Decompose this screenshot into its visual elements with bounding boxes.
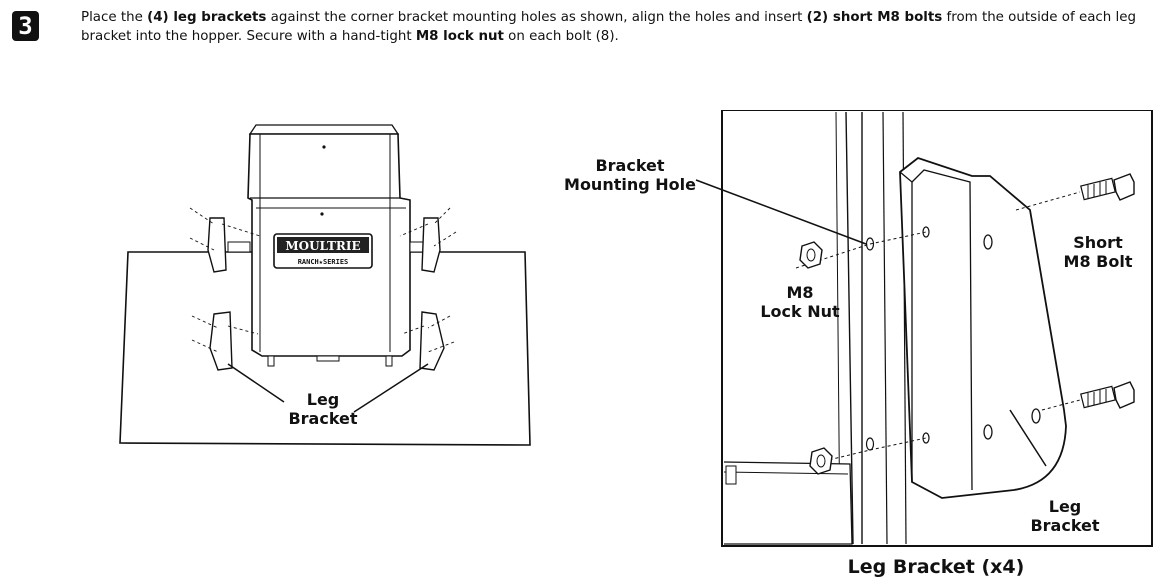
instruction-part: against the corner bracket mounting hole… [266,10,807,25]
detail-caption: Leg Bracket (x4) [847,556,1025,578]
lock-nut-label: M8 Lock Nut [752,283,848,321]
leg-bracket-label-detail: Leg Bracket [1020,497,1110,535]
label-line: Bracket [595,156,665,175]
leg-bracket-label-left: Leg Bracket [283,390,363,428]
instruction-part: Place the [81,10,148,25]
hopper-overview-illustration: MOULTRIE RANCH★SERIES [119,124,531,446]
label-line: Bracket [288,409,358,428]
leg-bracket-lower-right [419,311,445,371]
instruction-part: on each bolt (8). [503,28,619,44]
label-line: M8 Bolt [1063,252,1133,271]
instruction-part: from the outside of each leg bracket int… [81,10,1136,44]
brand-series: RANCH★SERIES [298,258,349,266]
label-line: Lock Nut [760,302,840,321]
step-number-badge: 3 [12,11,39,41]
instruction-text: Place the (4) leg brackets against the c… [81,9,1151,46]
instruction-bold: (2) short M8 bolts [806,10,943,25]
short-bolt-label: Short M8 Bolt [1050,233,1146,271]
leg-bracket-detail [899,156,1067,499]
short-bolt-upper [1080,173,1135,201]
short-bolt-lower [1080,381,1135,409]
label-line: Leg [306,390,340,409]
instruction-bold: (4) leg brackets [147,10,267,25]
label-line: Short [1073,233,1123,252]
leg-bracket-upper-right [421,217,441,273]
label-line: Leg [1048,497,1082,516]
hopper-top [248,124,400,135]
label-line: M8 [786,283,814,302]
label-line: Mounting Hole [564,175,696,194]
instruction-bold: M8 lock nut [415,28,504,44]
leg-bracket-detail-illustration [695,110,1153,547]
label-line: Bracket [1030,516,1100,535]
bracket-mounting-hole-label: Bracket Mounting Hole [560,156,700,194]
leg-bracket-upper-left [207,217,227,273]
brand-name: MOULTRIE [285,239,360,253]
